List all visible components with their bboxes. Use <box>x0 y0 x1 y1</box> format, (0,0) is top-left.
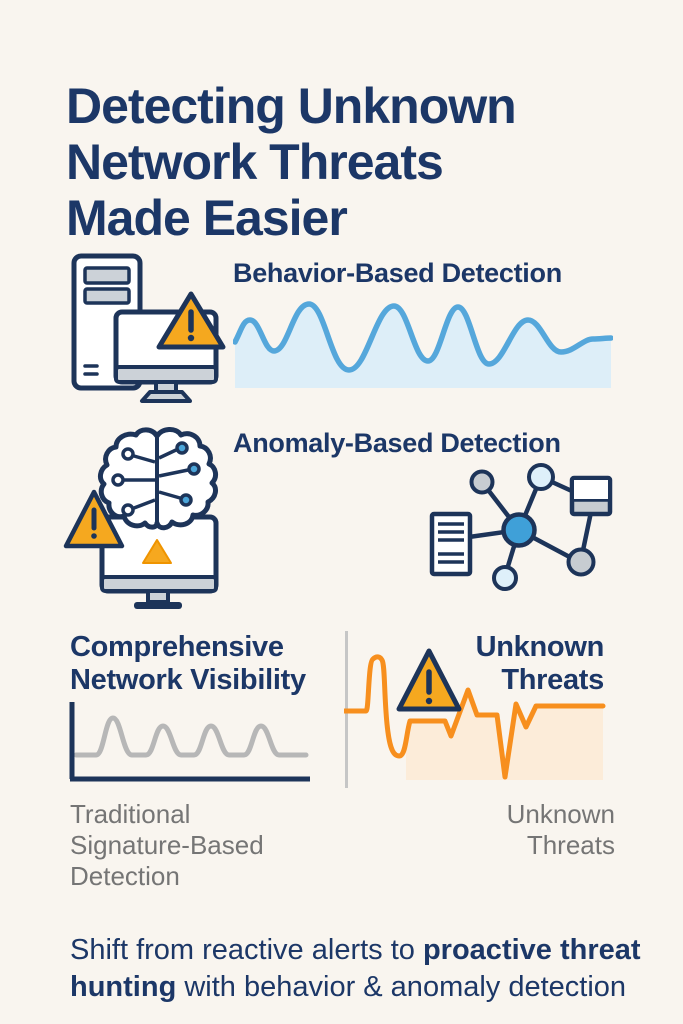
footer-prefix: Shift from reactive alerts to <box>70 934 423 966</box>
lightblue-node-top <box>527 463 555 491</box>
page-title: Detecting Unknown Network Threats Made E… <box>66 77 517 246</box>
warning-triangle-icon <box>63 489 125 549</box>
device-icon <box>569 475 613 517</box>
hub-node <box>501 512 537 548</box>
warning-triangle-icon <box>396 648 462 712</box>
unknown-threats-chart <box>344 648 606 780</box>
warning-triangle-icon <box>156 291 226 350</box>
behavior-wave-chart <box>233 301 613 388</box>
brain-circuit-nodes <box>111 441 201 517</box>
visibility-heading: Comprehensive Network Visibility <box>70 631 306 696</box>
unknown-threats-heading: Unknown Threats <box>475 631 605 696</box>
gray-node-top-left <box>469 469 495 495</box>
traditional-detection-chart <box>69 702 310 782</box>
traditional-caption: Traditional Signature-Based Detection <box>70 799 264 891</box>
wave-line <box>233 301 613 373</box>
gray-node-bottom-right <box>566 547 596 577</box>
network-graph-icon <box>429 463 613 591</box>
footer-bold-phrase: proactive threat hunting <box>70 934 641 1003</box>
ai-brain-monitor-alert-icon <box>63 420 219 609</box>
footer-suffix: with behavior & anomaly detection <box>176 971 627 1003</box>
gray-wave-line <box>73 715 309 758</box>
server-icon <box>429 511 473 577</box>
anomaly-line <box>344 654 606 780</box>
behavior-section-heading: Behavior-Based Detection <box>233 258 562 288</box>
anomaly-section-heading: Anomaly-Based Detection <box>233 428 561 458</box>
small-alert-triangle-icon <box>142 539 172 564</box>
lightblue-node-bottom <box>492 565 518 591</box>
chart-axes <box>69 702 310 782</box>
wave-fill <box>235 304 611 388</box>
footer-text: Shift from reactive alerts to proactive … <box>70 932 670 1006</box>
unknown-caption: Unknown Threats <box>506 799 615 860</box>
computer-tower-monitor-alert-icon <box>71 253 226 403</box>
brain-icon <box>100 429 215 527</box>
anomaly-fill <box>406 690 603 780</box>
